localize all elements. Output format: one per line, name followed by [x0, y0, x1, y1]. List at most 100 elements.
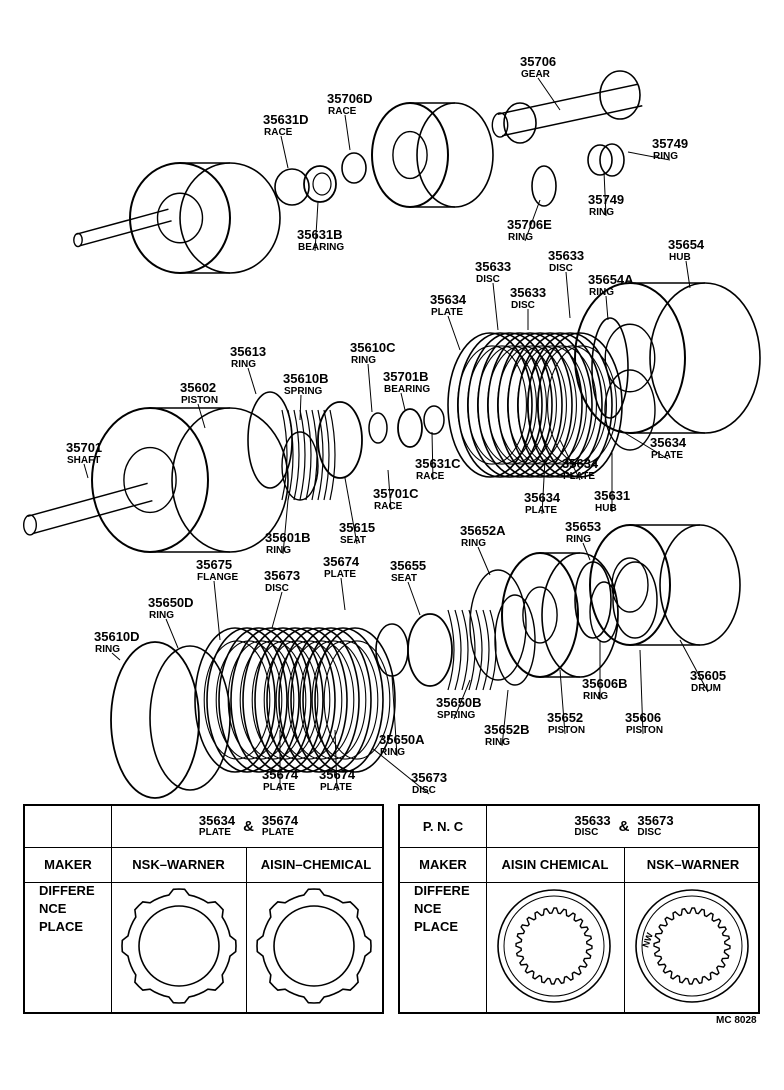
callout-name: BEARING — [384, 384, 430, 395]
leader-c35605 — [679, 639, 709, 693]
clutch-pack-lower — [278, 627, 360, 773]
seat-35655 — [407, 613, 453, 687]
clutch-pack-upper — [497, 332, 583, 478]
callout-name: RING — [351, 355, 376, 366]
leader-c35602 — [197, 403, 206, 429]
callout-name: RING — [461, 538, 486, 549]
drum-35605-face — [589, 524, 671, 646]
hub-35631 — [604, 369, 656, 451]
callout-name: RACE — [374, 501, 403, 512]
leader-c35749a — [627, 151, 671, 161]
leader-c35701 — [83, 463, 89, 479]
ring-35652A — [469, 569, 527, 681]
disc-internal-teeth — [515, 907, 593, 985]
maker-label: MAKER — [419, 857, 467, 872]
gear-35706-teeth — [599, 70, 641, 120]
leader-c35615 — [344, 477, 358, 545]
ampersand: & — [243, 818, 254, 835]
callout-number: 35650A — [379, 732, 425, 747]
leader-c35650A — [391, 675, 398, 757]
callout-number: 35701C — [373, 486, 419, 501]
callout-name: RACE — [328, 106, 357, 117]
callout-number: 35634 — [562, 456, 599, 471]
callout-name: PLATE — [431, 307, 463, 318]
ring-35606B — [589, 581, 619, 643]
leader-c35634a — [447, 315, 461, 351]
input-shaft-top — [76, 208, 172, 247]
clutch-pack-upper — [527, 332, 613, 478]
callout-number: 35605 — [690, 668, 726, 683]
callout-name: HUB — [595, 503, 617, 514]
callout-number: 35631C — [415, 456, 461, 471]
callout-name: SPRING — [284, 386, 323, 397]
leader-c35652A — [477, 546, 491, 576]
callout-number: 35633 — [548, 248, 584, 263]
callout-name: PLATE — [263, 782, 295, 793]
leader-c35652B — [501, 689, 509, 747]
callout-number: 35749 — [652, 136, 688, 151]
leader-c35673a — [271, 591, 283, 629]
callout-number: 35701 — [66, 440, 102, 455]
callout-number: 35610D — [94, 629, 140, 644]
leader-c35701B — [400, 392, 406, 411]
leader-c35634b — [619, 429, 669, 460]
clutch-pack-lower — [302, 627, 384, 773]
part-name: PLATE — [261, 826, 294, 838]
leader-c35674a — [340, 577, 346, 611]
maker-nsk-warner: NSK–WARNER — [646, 857, 740, 872]
callout-name: RING — [589, 287, 614, 298]
maker-aisin-chemical: AISIN–CHEMICAL — [260, 857, 372, 872]
callout-name: RING — [485, 737, 510, 748]
leader-c35631C — [431, 431, 434, 481]
disc-nsk-drawing: NW — [635, 889, 749, 1003]
callout-name: RING — [583, 691, 608, 702]
callout-name: DISC — [265, 583, 289, 594]
clutch-pack-lower — [266, 627, 348, 773]
maker-nsk-warner: NSK–WARNER — [132, 857, 225, 872]
callout-name: DRUM — [691, 683, 721, 694]
callout-name: SPRING — [437, 710, 476, 721]
ampersand: & — [618, 818, 630, 835]
gear-shaft-35706-spline-end — [491, 112, 509, 138]
leader-c35653 — [582, 542, 591, 561]
part-name: PLATE — [198, 826, 231, 838]
seat-35615 — [317, 401, 363, 479]
callout-name: PLATE — [525, 505, 557, 516]
part-number: 35634 — [198, 812, 236, 828]
callout-name: PISTON — [548, 725, 585, 736]
callout-number: 35673 — [264, 568, 300, 583]
part-number: 35674 — [261, 812, 299, 828]
callout-name: DISC — [511, 300, 535, 311]
clutch-pack-lower — [314, 627, 396, 773]
callout-number: 35655 — [390, 558, 426, 573]
callout-number: 35653 — [565, 519, 601, 534]
callout-number: 35654A — [588, 272, 634, 287]
callout-name: SEAT — [340, 535, 366, 546]
callout-number: 35652 — [547, 710, 583, 725]
plate-bore — [138, 905, 220, 987]
disc-outline — [635, 889, 749, 1003]
snap-ring-35706E — [531, 165, 557, 207]
callout-name: DISC — [412, 785, 436, 796]
disc-aisin-drawing — [497, 889, 611, 1003]
callout-name: BEARING — [298, 242, 344, 253]
leader-c35701C — [387, 469, 392, 511]
